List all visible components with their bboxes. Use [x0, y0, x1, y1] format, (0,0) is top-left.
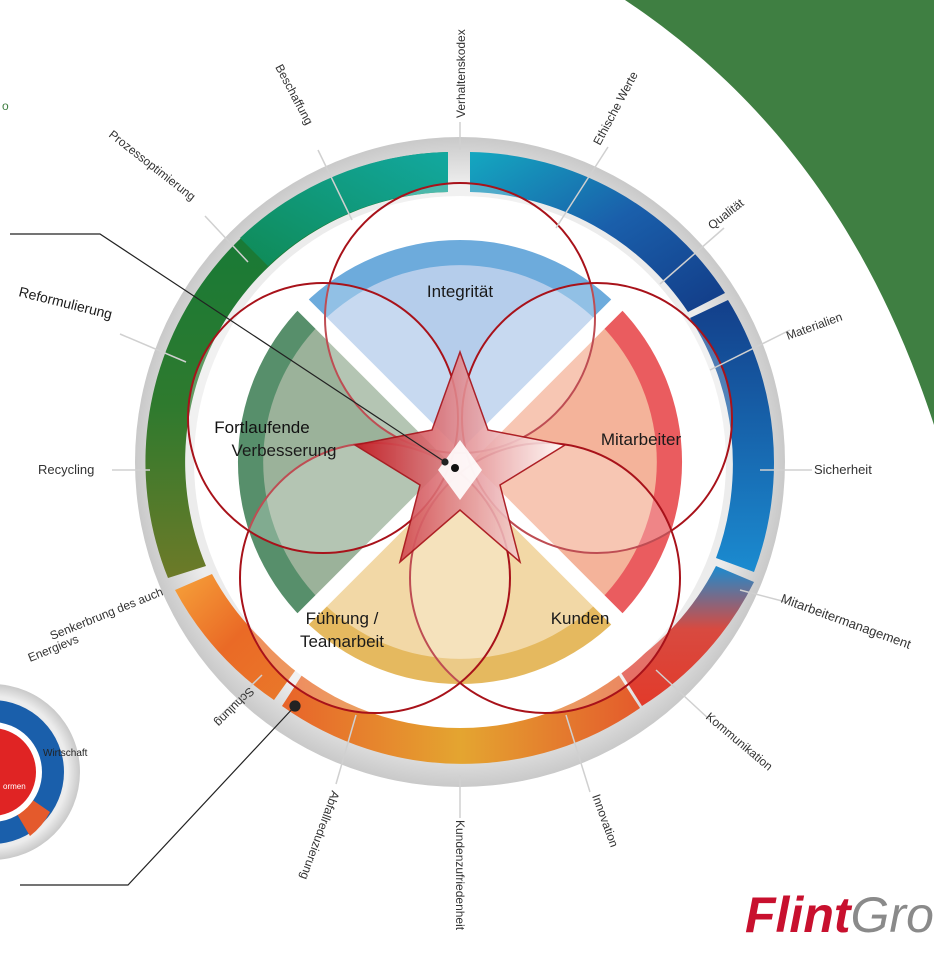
- outer-label-abfallreduzierung: Abfallreduzierung: [297, 789, 342, 882]
- outer-label-materialien: Materialien: [784, 310, 844, 343]
- outer-label-kommunikation: Kommunikation: [703, 710, 775, 774]
- label-kunden: Kunden: [551, 609, 610, 628]
- outer-label-mitarbeitermanagement: Mitarbeitermanagement: [779, 591, 914, 652]
- corner-green-shape: [625, 0, 934, 425]
- outer-label-ethische-werte: Ethische Werte: [590, 69, 641, 148]
- logo-light-text: Gro: [850, 887, 934, 943]
- outer-label-kundenzufriedenheit: Kundenzufriedenheit: [453, 820, 467, 931]
- petals: [187, 182, 733, 714]
- label-fuehrung-1: Führung /: [306, 609, 379, 628]
- sector-mitarbeiter: [460, 323, 657, 601]
- edge-mark: o: [2, 99, 9, 113]
- mini-wheel: Wirtschaft ormen: [0, 684, 88, 860]
- outer-label-qualitaet: Qualität: [705, 195, 747, 232]
- colored-ring: [145, 152, 774, 764]
- mini-wheel-label: Wirtschaft: [43, 748, 88, 759]
- logo-bold-text: Flint: [745, 887, 851, 943]
- spokes: [112, 122, 812, 818]
- label-integritaet: Integrität: [427, 282, 493, 301]
- label-mitarbeiter: Mitarbeiter: [601, 430, 682, 449]
- mini-wheel-inner-label: ormen: [3, 782, 26, 791]
- outer-label-innovation: Innovation: [589, 792, 621, 849]
- outer-label-energie-1: Senkerbrung des auch: [48, 585, 165, 643]
- outer-label-recycling: Recycling: [38, 462, 94, 477]
- center-sectors: [263, 265, 657, 659]
- label-verbesserung-2: Verbesserung: [232, 441, 337, 460]
- outer-label-beschaffung: Beschaffung: [272, 62, 316, 127]
- callout-lines: [10, 233, 449, 886]
- label-fuehrung-2: Teamarbeit: [300, 632, 384, 651]
- outer-label-verhaltenskodex: Verhaltenskodex: [454, 29, 468, 118]
- label-verbesserung-1: Fortlaufende: [214, 418, 309, 437]
- sector-verbesserung: [263, 323, 460, 601]
- outer-label-sicherheit: Sicherheit: [814, 462, 872, 477]
- flint-group-logo: FlintGro: [745, 890, 934, 940]
- core-star: [352, 349, 568, 565]
- outer-label-reformulierung: Reformulierung: [17, 283, 114, 322]
- outer-label-prozessoptimierung: Prozessoptimierung: [106, 127, 198, 203]
- sector-kunden: [321, 462, 599, 659]
